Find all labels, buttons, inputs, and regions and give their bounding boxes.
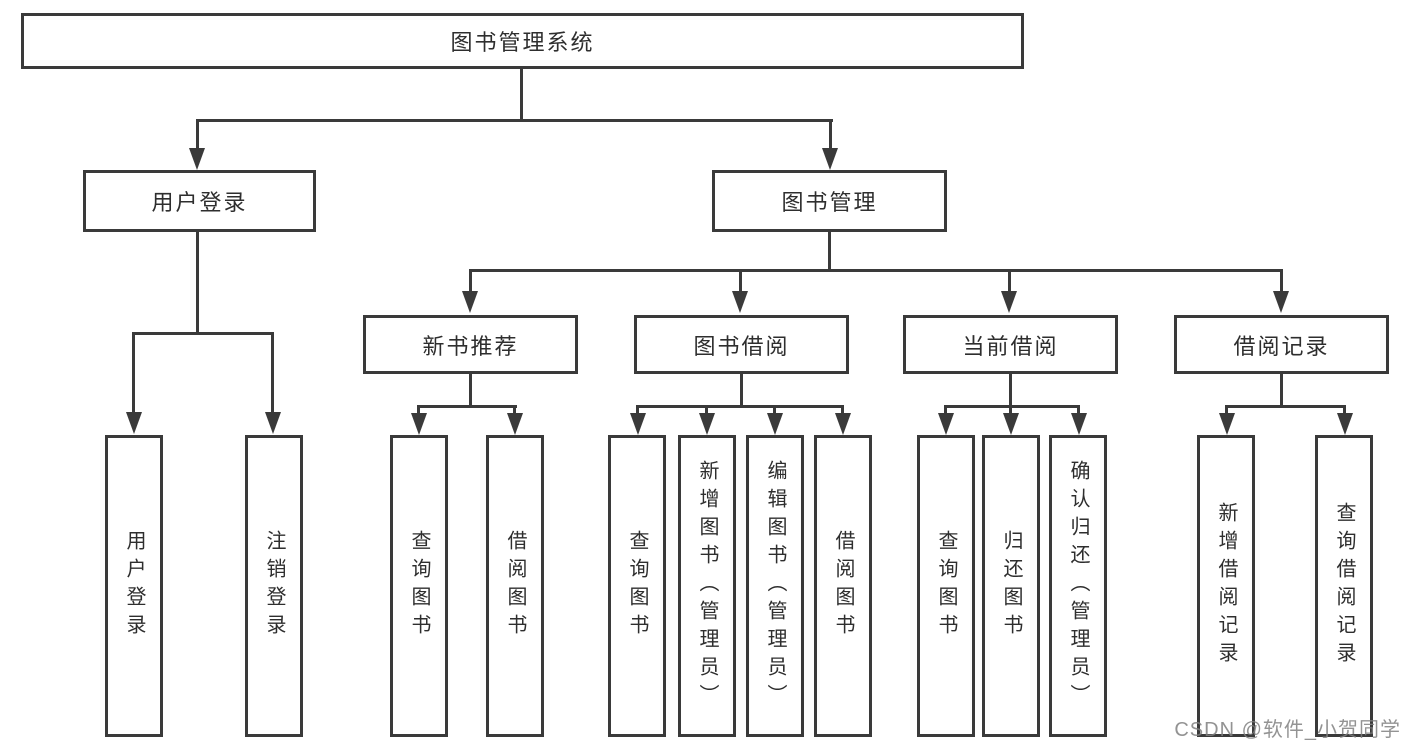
leaf-return-books: 归还图书 [982, 435, 1040, 737]
arrow-down-icon [507, 413, 523, 435]
node-book-management: 图书管理 [712, 170, 947, 232]
arrow-down-icon [411, 413, 427, 435]
arrow-down-icon [835, 413, 851, 435]
arrow-down-icon [938, 413, 954, 435]
connector-line [636, 405, 639, 415]
arrow-down-icon [822, 148, 838, 170]
node-new-book-recommend: 新书推荐 [363, 315, 578, 374]
connector-line [196, 119, 199, 150]
arrow-down-icon [462, 291, 478, 313]
connector-line [1225, 405, 1346, 408]
connector-line [469, 269, 1283, 272]
connector-line [773, 405, 776, 415]
arrow-down-icon [189, 148, 205, 170]
leaf-borrow-books: 借阅图书 [814, 435, 872, 737]
leaf-edit-books-admin: 编辑图书（管理员） [746, 435, 804, 737]
arrow-down-icon [732, 291, 748, 313]
arrow-down-icon [1273, 291, 1289, 313]
connector-line [1009, 374, 1012, 408]
arrow-down-icon [767, 413, 783, 435]
arrow-down-icon [1001, 291, 1017, 313]
connector-line [1008, 269, 1011, 292]
connector-line [1009, 405, 1012, 415]
connector-line [196, 232, 199, 335]
connector-line [636, 405, 844, 408]
connector-line [1280, 269, 1283, 292]
connector-line [828, 232, 831, 272]
connector-line [132, 332, 135, 413]
leaf-query-books-recommend: 查询图书 [390, 435, 448, 737]
leaf-logout: 注销登录 [245, 435, 303, 737]
connector-line [196, 119, 833, 122]
connector-line [944, 405, 947, 415]
connector-line [132, 332, 274, 335]
csdn-watermark: CSDN @软件_小贺同学 [1174, 719, 1401, 741]
leaf-add-books-admin: 新增图书（管理员） [678, 435, 736, 737]
leaf-query-books-borrowing: 查询图书 [608, 435, 666, 737]
node-library-management-system: 图书管理系统 [21, 13, 1024, 69]
connector-line [1280, 374, 1283, 408]
connector-line [739, 269, 742, 292]
arrow-down-icon [265, 412, 281, 434]
connector-line [740, 374, 743, 408]
node-user-login: 用户登录 [83, 170, 316, 232]
connector-line [1343, 405, 1346, 415]
node-current-borrowing: 当前借阅 [903, 315, 1118, 374]
arrow-down-icon [1219, 413, 1235, 435]
connector-line [944, 405, 1080, 408]
connector-line [1077, 405, 1080, 415]
connector-line [417, 405, 517, 408]
connector-line [417, 405, 420, 415]
arrow-down-icon [630, 413, 646, 435]
arrow-down-icon [1071, 413, 1087, 435]
connector-line [705, 405, 708, 415]
arrow-down-icon [1003, 413, 1019, 435]
leaf-confirm-return-admin: 确认归还（管理员） [1049, 435, 1107, 737]
leaf-user-login: 用户登录 [105, 435, 163, 737]
connector-line [469, 374, 472, 408]
connector-line [829, 119, 832, 150]
connector-line [469, 269, 472, 292]
arrow-down-icon [126, 412, 142, 434]
connector-line [841, 405, 844, 415]
node-borrowing-records: 借阅记录 [1174, 315, 1389, 374]
leaf-add-borrow-record: 新增借阅记录 [1197, 435, 1255, 737]
connector-line [271, 332, 274, 413]
leaf-borrow-books-recommend: 借阅图书 [486, 435, 544, 737]
node-book-borrowing: 图书借阅 [634, 315, 849, 374]
connector-line [520, 69, 523, 122]
connector-line [513, 405, 516, 415]
connector-line [1225, 405, 1228, 415]
arrow-down-icon [699, 413, 715, 435]
leaf-query-books-current: 查询图书 [917, 435, 975, 737]
leaf-query-borrow-record: 查询借阅记录 [1315, 435, 1373, 737]
arrow-down-icon [1337, 413, 1353, 435]
